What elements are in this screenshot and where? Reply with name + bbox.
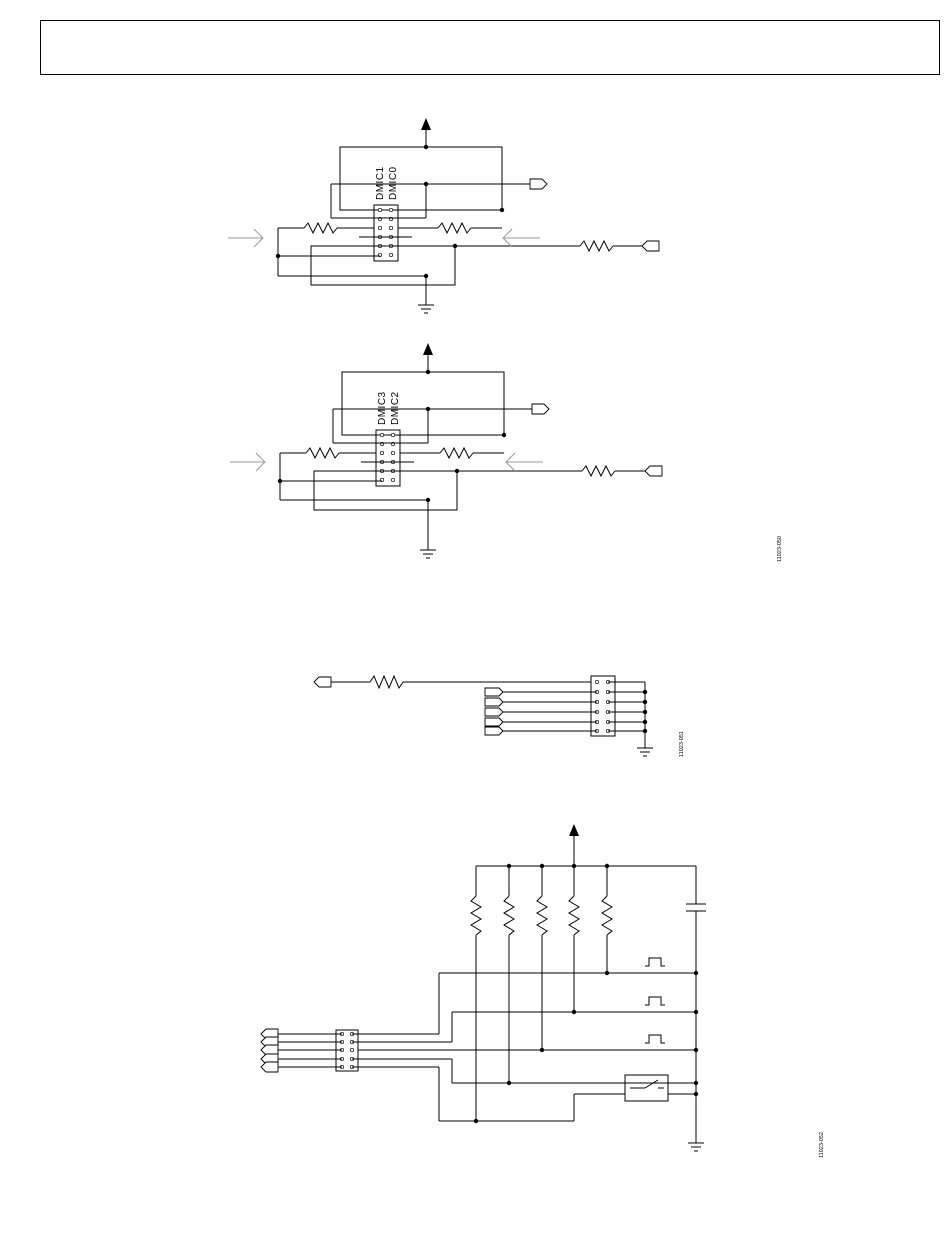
dmic3-label: DMIC3 <box>377 391 388 425</box>
dmic23-data-port <box>645 466 662 476</box>
adc-port-2 <box>485 698 503 706</box>
pb-button-2 <box>645 997 665 1005</box>
dmic01-resistor-right <box>438 223 471 233</box>
dmic23-clock-port <box>532 404 549 414</box>
pb-button-1 <box>645 958 665 966</box>
adc-port-4 <box>485 718 503 726</box>
dmic01-header-labels: DMIC1 DMIC0 <box>375 166 399 200</box>
dmic1-label: DMIC1 <box>375 166 386 200</box>
adc-header-circuit: 11023-051 <box>314 676 685 757</box>
adc-port-1 <box>485 688 503 696</box>
dmic23-resistor-data <box>582 466 615 476</box>
adc-resistor <box>370 676 410 688</box>
dmic01-pin-header <box>374 205 398 261</box>
pb-ground-icon <box>688 1143 704 1151</box>
dmic01-resistor-left <box>304 223 337 233</box>
pb-resistor-5 <box>602 896 612 935</box>
pb-resistor-2 <box>504 896 514 935</box>
pb-button-3 <box>645 1035 665 1043</box>
pb-resistor-4 <box>569 896 579 935</box>
pb-port-3 <box>261 1045 278 1055</box>
dmic2-label: DMIC2 <box>390 391 401 425</box>
adc-port-5 <box>485 727 503 735</box>
dmic23-header-labels: DMIC3 DMIC2 <box>377 391 401 425</box>
dmic01-bottom-loop <box>311 246 455 285</box>
dmic23-resistor-left <box>306 448 339 458</box>
pb-resistor-1 <box>471 896 481 935</box>
dmic01-circuit: DMIC1 DMIC0 <box>228 118 659 313</box>
dmic23-power-loop <box>342 372 504 435</box>
pushbutton-circuit: 11023-052 <box>261 824 825 1158</box>
dmic01-ground-icon <box>418 305 434 313</box>
figure-id-051: 11023-051 <box>679 731 685 757</box>
pb-resistor-3 <box>537 896 547 935</box>
dmic01-resistor-data <box>580 241 613 251</box>
dmic23-pin-header <box>376 430 400 486</box>
dmic01-power-loop <box>340 147 502 210</box>
adc-input-port <box>314 677 331 687</box>
dmic23-bottom-loop <box>314 471 457 510</box>
dmic01-clock-port <box>530 179 547 189</box>
dmic23-circuit: DMIC3 DMIC2 11023-050 <box>230 343 783 562</box>
adc-ground-icon <box>637 748 653 756</box>
adc-pin-header <box>591 676 615 736</box>
figure-id-052: 11023-052 <box>819 1132 825 1158</box>
dmic23-resistor-right <box>440 448 473 458</box>
figure-id-050: 11023-050 <box>777 536 783 562</box>
dmic0-label: DMIC0 <box>388 166 399 200</box>
dmic01-data-port <box>642 241 659 251</box>
pb-port-5 <box>261 1062 278 1072</box>
dmic23-ground-icon <box>420 550 436 558</box>
adc-port-3 <box>485 708 503 716</box>
